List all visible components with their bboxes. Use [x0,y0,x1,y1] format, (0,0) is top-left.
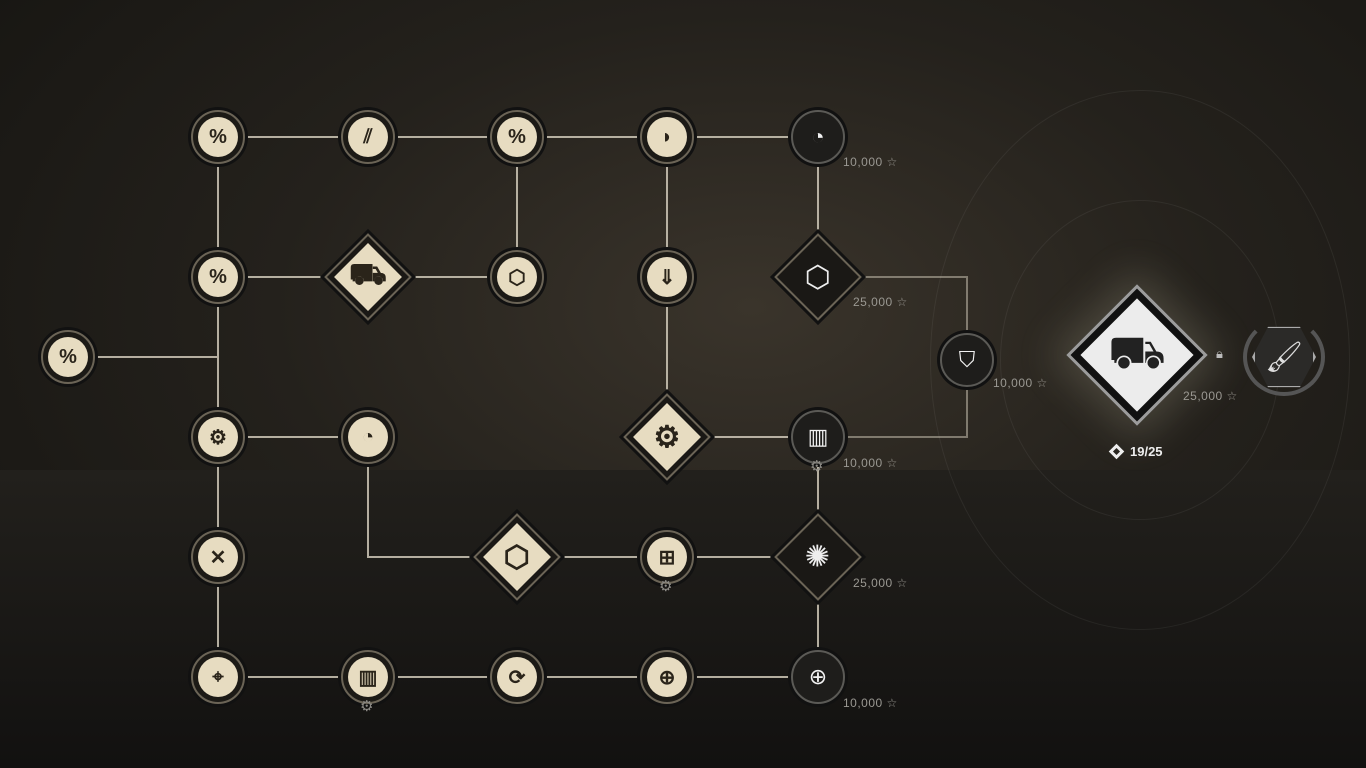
speedometer-icon: ◔ [348,417,388,457]
node-left[interactable]: % [41,330,95,384]
node-r2c1[interactable]: % [191,250,245,304]
node-r5c3[interactable]: ⟳ [490,650,544,704]
armor-shield-icon: ◗ [647,117,687,157]
armor-plates-icon: ▥ [348,657,388,697]
track-shield-icon: ⛉ [958,347,976,372]
progress-text: 19/25 [1130,444,1163,459]
progress-counter: 19/25 [1108,443,1163,460]
shell-percent-icon: % [198,117,238,157]
armor-plates-icon: ▥ [807,424,829,449]
paintbrush-icon: 🖌︎ [1264,340,1304,374]
node-r4c1[interactable]: ✕ [191,530,245,584]
tank-crosshair-icon: ⌖ [198,657,238,697]
fire-percent-icon: % [198,257,238,297]
price-r5c5: 10,000 ☆ [843,696,898,710]
node-r2c3[interactable]: ⬡ [490,250,544,304]
gears-cube-icon: ⚙ [198,417,238,457]
progress-diamond-icon [1108,443,1125,460]
crosshair-icon: ⊕ [808,664,828,689]
node-r1c3[interactable]: % [490,110,544,164]
node-r5c2[interactable]: ▥ [341,650,395,704]
node-r5c1[interactable]: ⌖ [191,650,245,704]
arrow-down-timer-icon: ⇓ [647,257,687,297]
gear-icon: ⚙ [810,458,824,475]
price-r3c5: 10,000 ☆ [843,456,898,470]
crew-fire-icon: ✕ [198,537,238,577]
gear-icon: ⚙ [659,578,673,595]
node-r1c1[interactable]: % [191,110,245,164]
price-r2c5: 25,000 ☆ [853,295,908,309]
crosshair-timer-icon: ⊕ [647,657,687,697]
node-r2c4[interactable]: ⇓ [640,250,694,304]
wreath-decoration [1243,318,1325,396]
node-r5c5[interactable]: ⊕ [791,650,845,704]
blueprint-circle [930,90,1350,630]
node-r1c5[interactable]: ◔ [791,110,845,164]
price-side: 10,000 ☆ [993,376,1048,390]
module-cube-icon: ⬡ [497,257,537,297]
final-price: 25,000 ☆ [1183,389,1238,403]
node-side[interactable]: ⛉ [940,333,994,387]
node-r5c4[interactable]: ⊕ [640,650,694,704]
node-r1c4[interactable]: ◗ [640,110,694,164]
tank-rotate-icon: ⟳ [497,657,537,697]
price-r4c5: 25,000 ☆ [853,576,908,590]
sight-plus-icon: ⊞ [647,537,687,577]
price-r1c5: 10,000 ☆ [843,155,898,169]
lock-icon: 🔒︎ [1216,346,1223,361]
module-percent-icon: % [48,337,88,377]
shell-percent-icon: % [497,117,537,157]
speedometer-icon: ◔ [811,124,825,149]
node-r3c2[interactable]: ◔ [341,410,395,464]
node-r4c4[interactable]: ⊞ [640,530,694,584]
node-r3c1[interactable]: ⚙ [191,410,245,464]
gear-icon: ⚙ [360,698,374,715]
node-r1c2[interactable]: ⫽ [341,110,395,164]
node-r3c5[interactable]: ▥ [791,410,845,464]
shells-icon: ⫽ [348,117,388,157]
